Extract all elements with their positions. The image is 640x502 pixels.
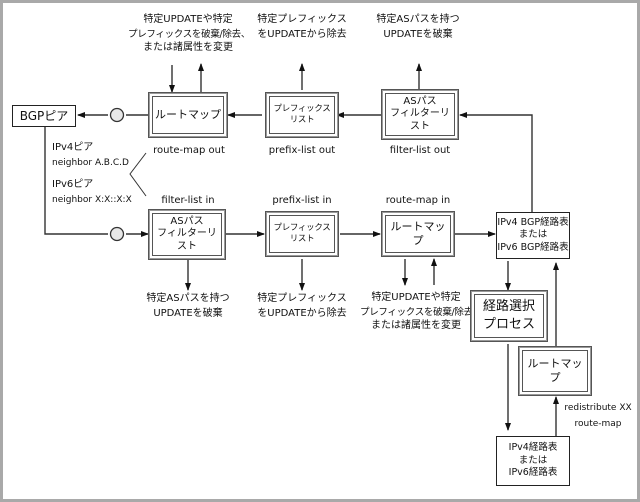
note-line: 特定ASパスを持つ [376,14,460,25]
note-line: をUPDATEから除去 [257,307,347,319]
note-line: 特定プレフィックス [257,14,347,25]
filter-list-in-caption: filter-list in [161,195,215,206]
route-map-out-label: ルートマップ [155,108,221,122]
prefix-list-out-caption: prefix-list out [268,145,336,156]
route-map-out-box: ルートマップ [150,94,226,136]
inbound-junction-circle [109,226,125,242]
route-map-in-box: ルートマップ [383,213,453,255]
prefix-list-in-label: プレフィックスリスト [273,223,331,244]
route-map-in-label: ルートマップ [390,220,446,247]
as-path-filter-out-box: ASパス フィルターリスト [383,91,457,138]
note-line: 特定プレフィックス [257,293,347,304]
line-bgp-peer-down [44,126,108,235]
bgp-table-line2: または [518,229,548,241]
prefix-list-out-note: 特定プレフィックス をUPDATEから除去 [252,13,352,42]
note-line: 特定UPDATEや特定 [371,292,461,303]
rib-line3: IPv6経路表 [508,467,558,479]
rib-line1: IPv4経路表 [508,441,558,453]
note-line: または諸属性を変更 [371,320,461,332]
rib-line2: または [518,454,548,466]
bgp-table-line3: IPv6 BGP経路表 [497,241,569,253]
ipv4-neighbor-cmd: neighbor A.B.C.D [52,158,129,168]
bgp-table-line1: IPv4 BGP経路表 [497,216,569,228]
ipv6-peer-label: IPv6ピア [52,179,94,190]
as-path-in-line2: フィルターリスト [157,228,217,252]
routing-table-box: IPv4経路表 または IPv6経路表 [496,436,570,486]
bgp-peer-label: BGPピア [19,108,69,123]
route-map-out-caption: route-map out [153,145,225,156]
note-line: UPDATEを破棄 [383,28,453,40]
prefix-list-in-caption: prefix-list in [272,195,332,206]
as-path-out-note: 特定ASパスを持つ UPDATEを破棄 [368,13,468,42]
route-map-in-caption: route-map in [385,195,451,206]
redistribute-caption: redistribute XX route-map [560,400,636,432]
redistribute-route-map-box: ルートマップ [520,348,590,394]
note-line: または諸属性を変更 [143,42,233,54]
prefix-list-in-note: 特定プレフィックス をUPDATEから除去 [252,292,352,321]
note-line: プレフィックスを破棄/除去、 [128,28,251,40]
note-line: UPDATEを破棄 [153,307,223,319]
route-map-out-note: 特定UPDATEや特定 プレフィックスを破棄/除去、 または諸属性を変更 [128,13,251,56]
arrow-bgptable-to-aspath-out [459,112,533,212]
selection-line1: 経路選択 [482,299,535,315]
as-path-out-line1: ASパス [403,95,437,107]
prefix-list-out-box: プレフィックスリスト [267,94,337,136]
neighbor-bracket [129,152,147,197]
route-map-in-note: 特定UPDATEや特定 プレフィックスを破棄/除去、 または諸属性を変更 [360,291,483,334]
redistribute-line1: redistribute XX [564,403,632,413]
as-path-in-line1: ASパス [170,215,204,227]
route-selection-box: 経路選択 プロセス [472,292,546,340]
ipv4-peer-label: IPv4ピア [52,142,94,153]
as-path-in-note: 特定ASパスを持つ UPDATEを破棄 [138,292,238,321]
redistribute-line2: route-map [574,419,622,430]
note-line: プレフィックスを破棄/除去、 [360,306,483,318]
as-path-out-line2: フィルターリスト [390,108,450,132]
note-line: 特定ASパスを持つ [146,293,230,304]
redistribute-route-map-label: ルートマップ [527,357,583,384]
outbound-junction-circle [109,107,125,123]
bgp-peer-box: BGPピア [12,105,76,127]
selection-line2: プロセス [482,317,535,332]
note-line: をUPDATEから除去 [257,28,347,40]
bgp-table-box: IPv4 BGP経路表 または IPv6 BGP経路表 [496,212,570,259]
note-line: 特定UPDATEや特定 [143,14,233,25]
as-path-filter-in-box: ASパス フィルターリスト [150,211,224,258]
prefix-list-out-label: プレフィックスリスト [273,104,331,125]
filter-list-out-caption: filter-list out [389,145,451,156]
prefix-list-in-box: プレフィックスリスト [267,213,337,255]
ipv6-neighbor-cmd: neighbor X:X::X:X [52,195,132,205]
